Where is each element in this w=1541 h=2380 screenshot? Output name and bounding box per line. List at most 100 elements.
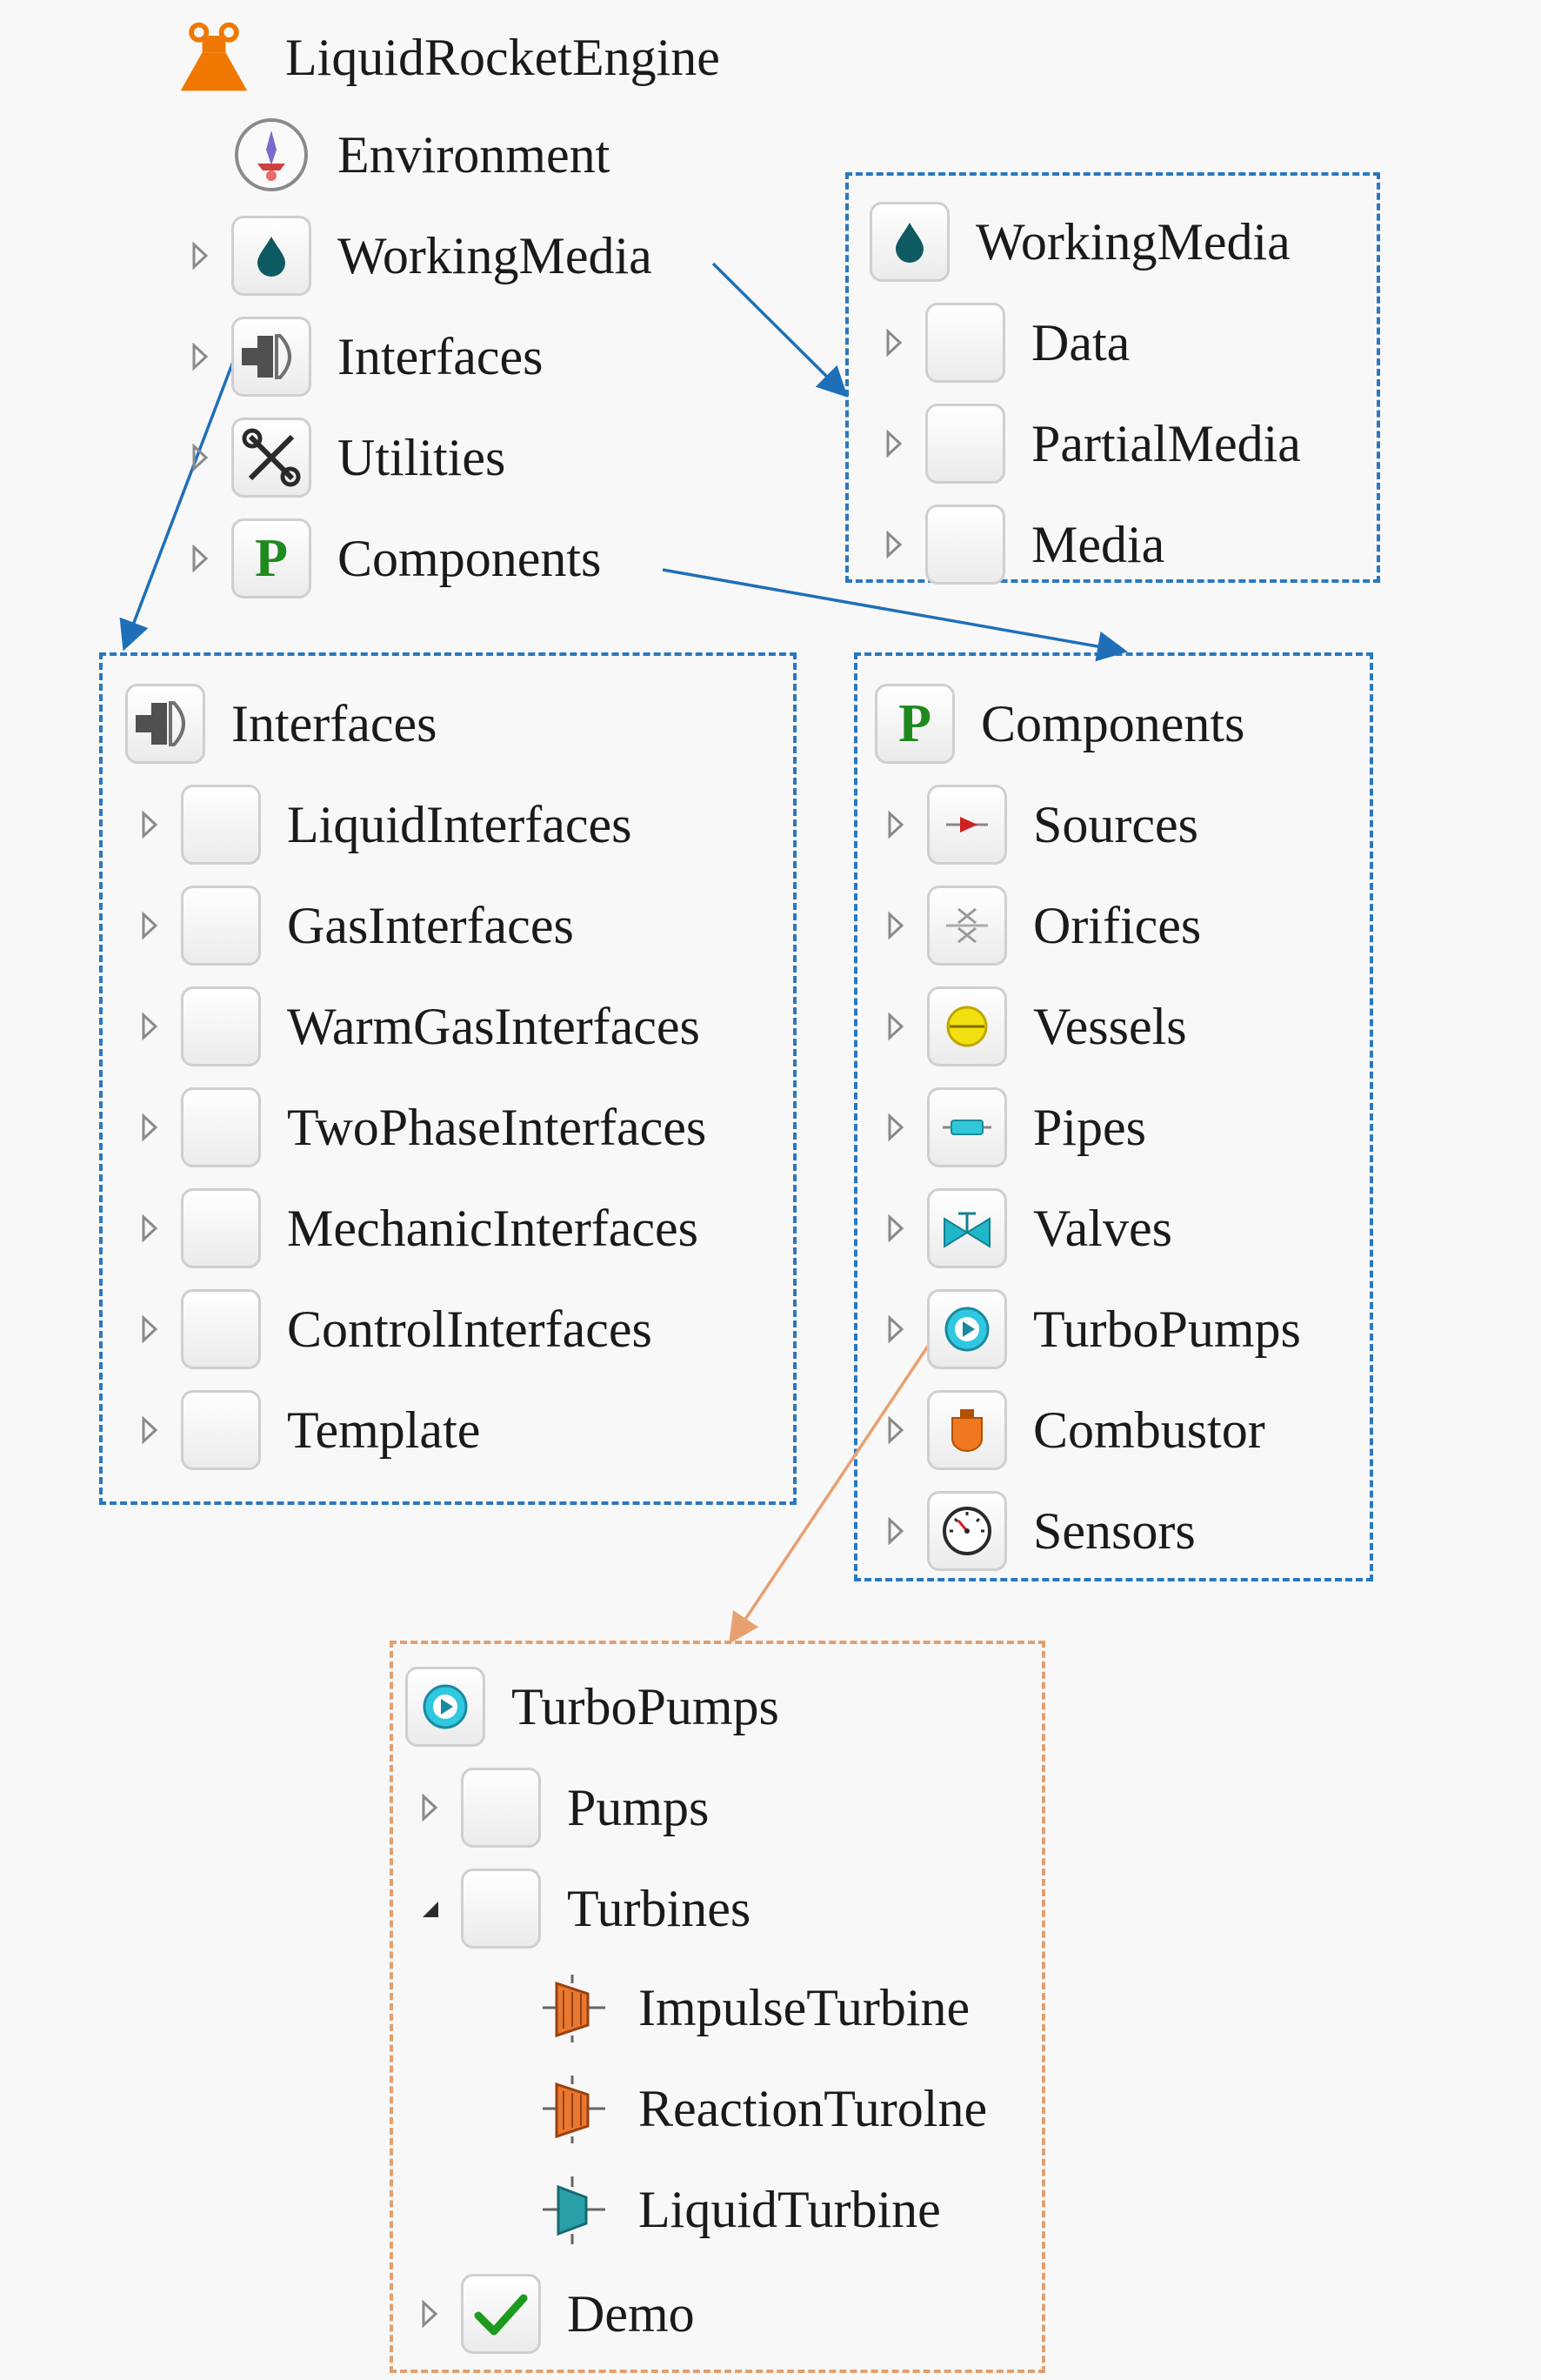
tree-item-warmgasinterfaces[interactable]: WarmGasInterfaces [137,983,700,1070]
tree-item-impulseturbine[interactable]: ImpulseTurbine [534,1964,970,2051]
package-p-icon: P [875,684,955,764]
tree-item-controlinterfaces[interactable]: ControlInterfaces [137,1286,652,1373]
svg-text:P: P [255,531,288,586]
tree-item-partialmedia[interactable]: PartialMedia [882,400,1301,487]
tree-item-valves[interactable]: Valves [884,1185,1172,1272]
expand-arrow-icon[interactable] [137,1211,162,1246]
expand-arrow-icon[interactable] [417,1790,442,1825]
expand-arrow-icon[interactable] [884,1514,908,1548]
expand-arrow-icon[interactable] [884,1110,908,1145]
tree-item-pipes[interactable]: Pipes [884,1084,1146,1171]
tree-item-sensors[interactable]: Sensors [884,1488,1196,1574]
tree-item-mechanicinterfaces[interactable]: MechanicInterfaces [137,1185,698,1272]
turbine-icon [534,1968,614,2048]
tree-label: Valves [1033,1200,1172,1257]
blank-package-icon [461,1768,541,1848]
expand-arrow-icon[interactable] [884,1312,908,1347]
tree-label: Sources [1033,796,1198,853]
tree-label: Turbines [567,1880,751,1937]
tree-label: PartialMedia [1031,415,1301,472]
tree-item-liquidturbine[interactable]: LiquidTurbine [534,2166,941,2253]
svg-text:P: P [898,696,931,752]
tree-item-sources[interactable]: Sources [884,781,1198,868]
tree-label: LiquidTurbine [638,2181,941,2238]
environment-icon [231,115,311,195]
expand-arrow-icon[interactable] [137,1312,162,1347]
tree-item-demo[interactable]: Demo [417,2270,695,2357]
sensor-gauge-icon [927,1491,1007,1571]
interfaces-panel [99,652,797,1505]
expand-arrow-icon[interactable] [884,1009,908,1044]
expand-arrow-icon[interactable] [882,325,906,360]
turbopumps-panel [390,1641,1045,2373]
tree-item-orifices[interactable]: Orifices [884,882,1201,969]
panel-title: Components [981,695,1245,752]
tree-item-twophaseinterfaces[interactable]: TwoPhaseInterfaces [137,1084,706,1171]
tree-label: Components [337,530,602,587]
turbopumps-panel-title[interactable]: TurboPumps [405,1663,779,1750]
expand-arrow-icon[interactable] [188,440,212,475]
plug-icon [231,317,311,397]
expand-arrow-icon[interactable] [137,1110,162,1145]
tree-label: WarmGasInterfaces [287,998,700,1055]
source-icon [927,785,1007,865]
tree-item-vessels[interactable]: Vessels [884,983,1187,1070]
tree-item-components[interactable]: P Components [188,515,601,602]
components-panel-title[interactable]: P Components [875,680,1244,767]
tree-item-interfaces[interactable]: Interfaces [188,313,543,400]
tree-item-turbopumps[interactable]: TurboPumps [884,1286,1301,1373]
expand-arrow-icon[interactable] [882,426,906,461]
tree-item-data[interactable]: Data [882,299,1130,386]
expand-arrow-icon[interactable] [188,339,212,374]
tree-root[interactable]: LiquidRocketEngine [174,14,720,101]
expand-arrow-icon[interactable] [188,238,212,273]
tree-item-media[interactable]: Media [882,501,1164,588]
interfaces-panel-title[interactable]: Interfaces [125,680,437,767]
expand-arrow-icon[interactable] [137,908,162,943]
expand-arrow-icon[interactable] [137,1009,162,1044]
rocket-engine-icon [174,17,254,97]
tree-label: Media [1031,516,1165,573]
tree-item-pumps[interactable]: Pumps [417,1764,709,1851]
tools-icon [231,418,311,498]
tree-label: Demo [567,2285,695,2343]
workingmedia-panel-title[interactable]: WorkingMedia [870,198,1291,285]
expand-arrow-icon[interactable] [882,527,906,562]
expand-arrow-icon[interactable] [884,908,908,943]
tree-item-reactionturbine[interactable]: ReactionTurolne [534,2065,987,2152]
blank-package-icon [181,1390,261,1470]
expand-arrow-icon[interactable] [884,1211,908,1246]
expand-arrow-icon[interactable] [137,807,162,842]
expand-arrow-icon[interactable] [884,807,908,842]
tree-item-workingmedia[interactable]: WorkingMedia [188,212,652,299]
expand-arrow-icon[interactable] [884,1413,908,1447]
tree-label: Data [1031,314,1131,371]
turbine-icon [534,2069,614,2149]
expand-arrow-icon[interactable] [188,541,212,576]
tree-item-template[interactable]: Template [137,1387,480,1474]
expand-arrow-icon[interactable] [417,2296,442,2331]
arrow-workingmedia [711,262,848,398]
tree-item-utilities[interactable]: Utilities [188,414,505,501]
vessel-icon [927,986,1007,1066]
pipe-icon [927,1087,1007,1167]
expand-arrow-icon[interactable] [137,1413,162,1447]
tree-label: Combustor [1033,1401,1265,1459]
drop-icon [231,216,311,296]
tree-item-liquidinterfaces[interactable]: LiquidInterfaces [137,781,631,868]
arrow-turbopumps [729,1328,941,1644]
tree-item-combustor[interactable]: Combustor [884,1387,1265,1474]
tree-label: ControlInterfaces [287,1300,652,1358]
tree-item-turbines[interactable]: Turbines [417,1865,750,1952]
tree-label: Orifices [1033,897,1202,954]
blank-package-icon [181,986,261,1066]
arrow-components [662,568,1128,662]
arrow-interfaces [119,347,240,652]
tree-label: Vessels [1033,998,1187,1055]
collapse-arrow-icon[interactable] [417,1891,442,1926]
tree-item-environment[interactable]: Environment [188,111,610,198]
tree-label: TurboPumps [1033,1300,1301,1358]
tree-label: LiquidInterfaces [287,796,632,853]
panel-title: WorkingMedia [976,213,1291,271]
tree-item-gasinterfaces[interactable]: GasInterfaces [137,882,574,969]
